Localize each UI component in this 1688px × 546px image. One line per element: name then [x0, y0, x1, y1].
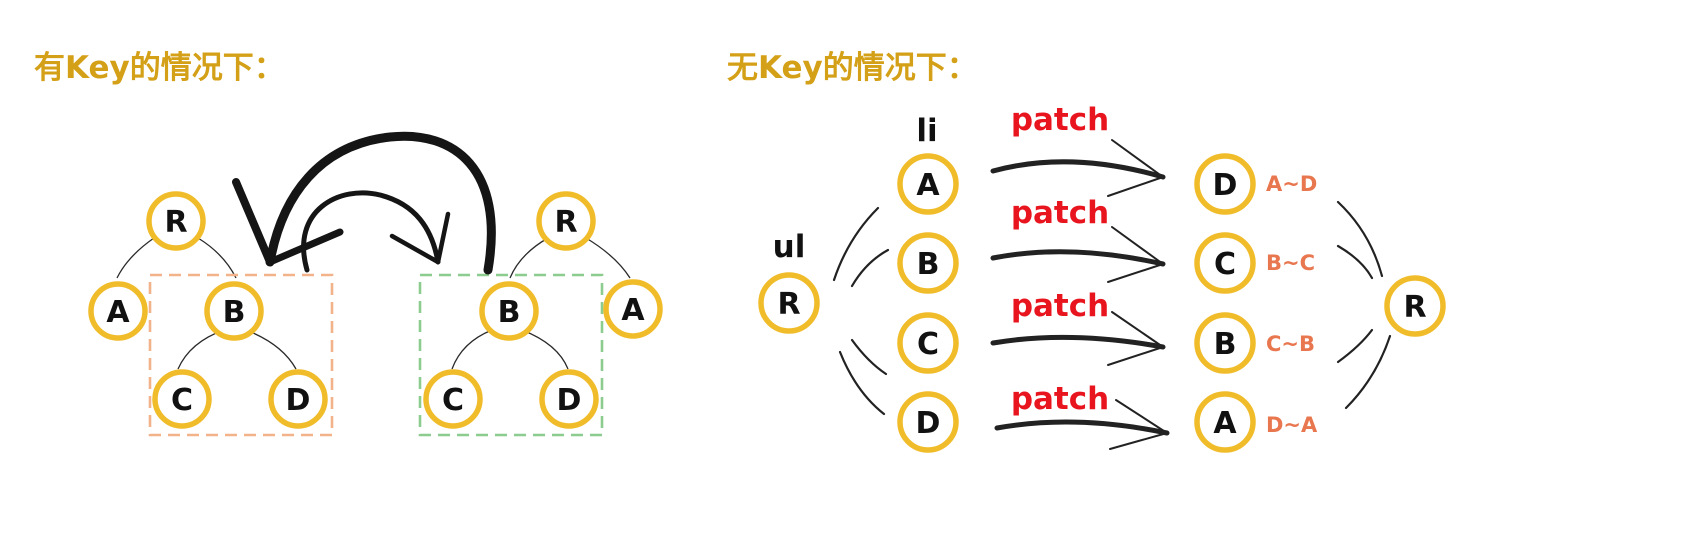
tree-node-a: A [88, 281, 148, 341]
patch-label: patch [1011, 288, 1109, 324]
svg-text:A: A [1213, 406, 1237, 441]
target-root-node: R [1384, 275, 1446, 337]
svg-text:B: B [1214, 327, 1237, 362]
original-tree: R A B C D [88, 191, 328, 429]
svg-text:C: C [171, 383, 193, 418]
tree-node-c: C [423, 369, 483, 429]
edge-b-d [245, 329, 297, 370]
mapping-label: B~C [1266, 251, 1315, 275]
edge-b-d [521, 329, 569, 370]
svg-text:C: C [917, 327, 939, 362]
tree-node-r: R [536, 191, 596, 251]
patch-labels: patch patch patch patch [1011, 102, 1109, 417]
svg-text:D: D [1213, 168, 1238, 203]
mapping-label: C~B [1266, 332, 1315, 356]
mapping-labels: A~D B~C C~B D~A [1266, 172, 1318, 437]
patch-arrow [990, 139, 1166, 197]
old-node-b: B [897, 232, 959, 294]
patch-arrows [990, 139, 1170, 450]
old-li-nodes: A B C D [897, 153, 959, 453]
edge-b-c [451, 329, 493, 370]
svg-text:R: R [1403, 290, 1426, 325]
svg-text:A: A [916, 168, 940, 203]
new-li-nodes: D C B A [1194, 153, 1256, 453]
tree-node-c: C [152, 369, 212, 429]
svg-text:B: B [498, 295, 521, 330]
parent-label-ul: ul [773, 229, 806, 265]
svg-text:A: A [106, 295, 130, 330]
tree-node-b: B [479, 281, 539, 341]
svg-text:C: C [442, 383, 464, 418]
move-arrow-small [301, 190, 451, 273]
edge-b-c [177, 329, 225, 370]
edge-r-b [509, 237, 549, 279]
edge-r-b [197, 237, 237, 279]
svg-text:D: D [557, 383, 582, 418]
child-label-li: li [916, 113, 937, 149]
tree-node-r: R [146, 191, 206, 251]
svg-text:R: R [554, 205, 577, 240]
patch-arrow [990, 226, 1166, 283]
without-key-section: ul li R [758, 102, 1446, 453]
old-node-d: D [897, 391, 959, 453]
new-node-a: A [1194, 391, 1256, 453]
heading-with-key: 有Key的情况下： [34, 50, 285, 86]
patch-arrow [990, 311, 1166, 366]
svg-text:A: A [621, 293, 645, 328]
svg-text:R: R [777, 287, 800, 322]
old-node-a: A [897, 153, 959, 215]
moved-tree: R B A C D [423, 191, 663, 429]
heading-without-key: 无Key的情况下： [727, 50, 978, 86]
old-node-c: C [897, 312, 959, 374]
svg-text:C: C [1214, 247, 1236, 282]
patch-label: patch [1011, 195, 1109, 231]
patch-arrow [994, 399, 1170, 450]
svg-text:B: B [223, 295, 246, 330]
svg-text:R: R [164, 205, 187, 240]
tree-node-d: D [268, 369, 328, 429]
patch-label: patch [1011, 381, 1109, 417]
edge-r-a [585, 237, 631, 279]
edge-r-a [116, 237, 155, 279]
with-key-section: R A B C D [88, 131, 663, 437]
tree-node-d: D [539, 369, 599, 429]
svg-text:B: B [917, 247, 940, 282]
patch-label: patch [1011, 102, 1109, 138]
mapping-label: A~D [1266, 172, 1317, 196]
new-node-b: B [1194, 312, 1256, 374]
ul-root-node: R [758, 272, 820, 334]
mapping-label: D~A [1266, 413, 1318, 437]
move-arrow-big [232, 131, 496, 275]
tree-node-b: B [204, 281, 264, 341]
svg-text:D: D [916, 406, 941, 441]
svg-text:D: D [286, 383, 311, 418]
new-nodes-to-root-strokes [1336, 200, 1392, 410]
tree-node-a: A [603, 279, 663, 339]
new-node-d: D [1194, 153, 1256, 215]
ul-to-li-strokes [832, 206, 890, 416]
new-node-c: C [1194, 232, 1256, 294]
